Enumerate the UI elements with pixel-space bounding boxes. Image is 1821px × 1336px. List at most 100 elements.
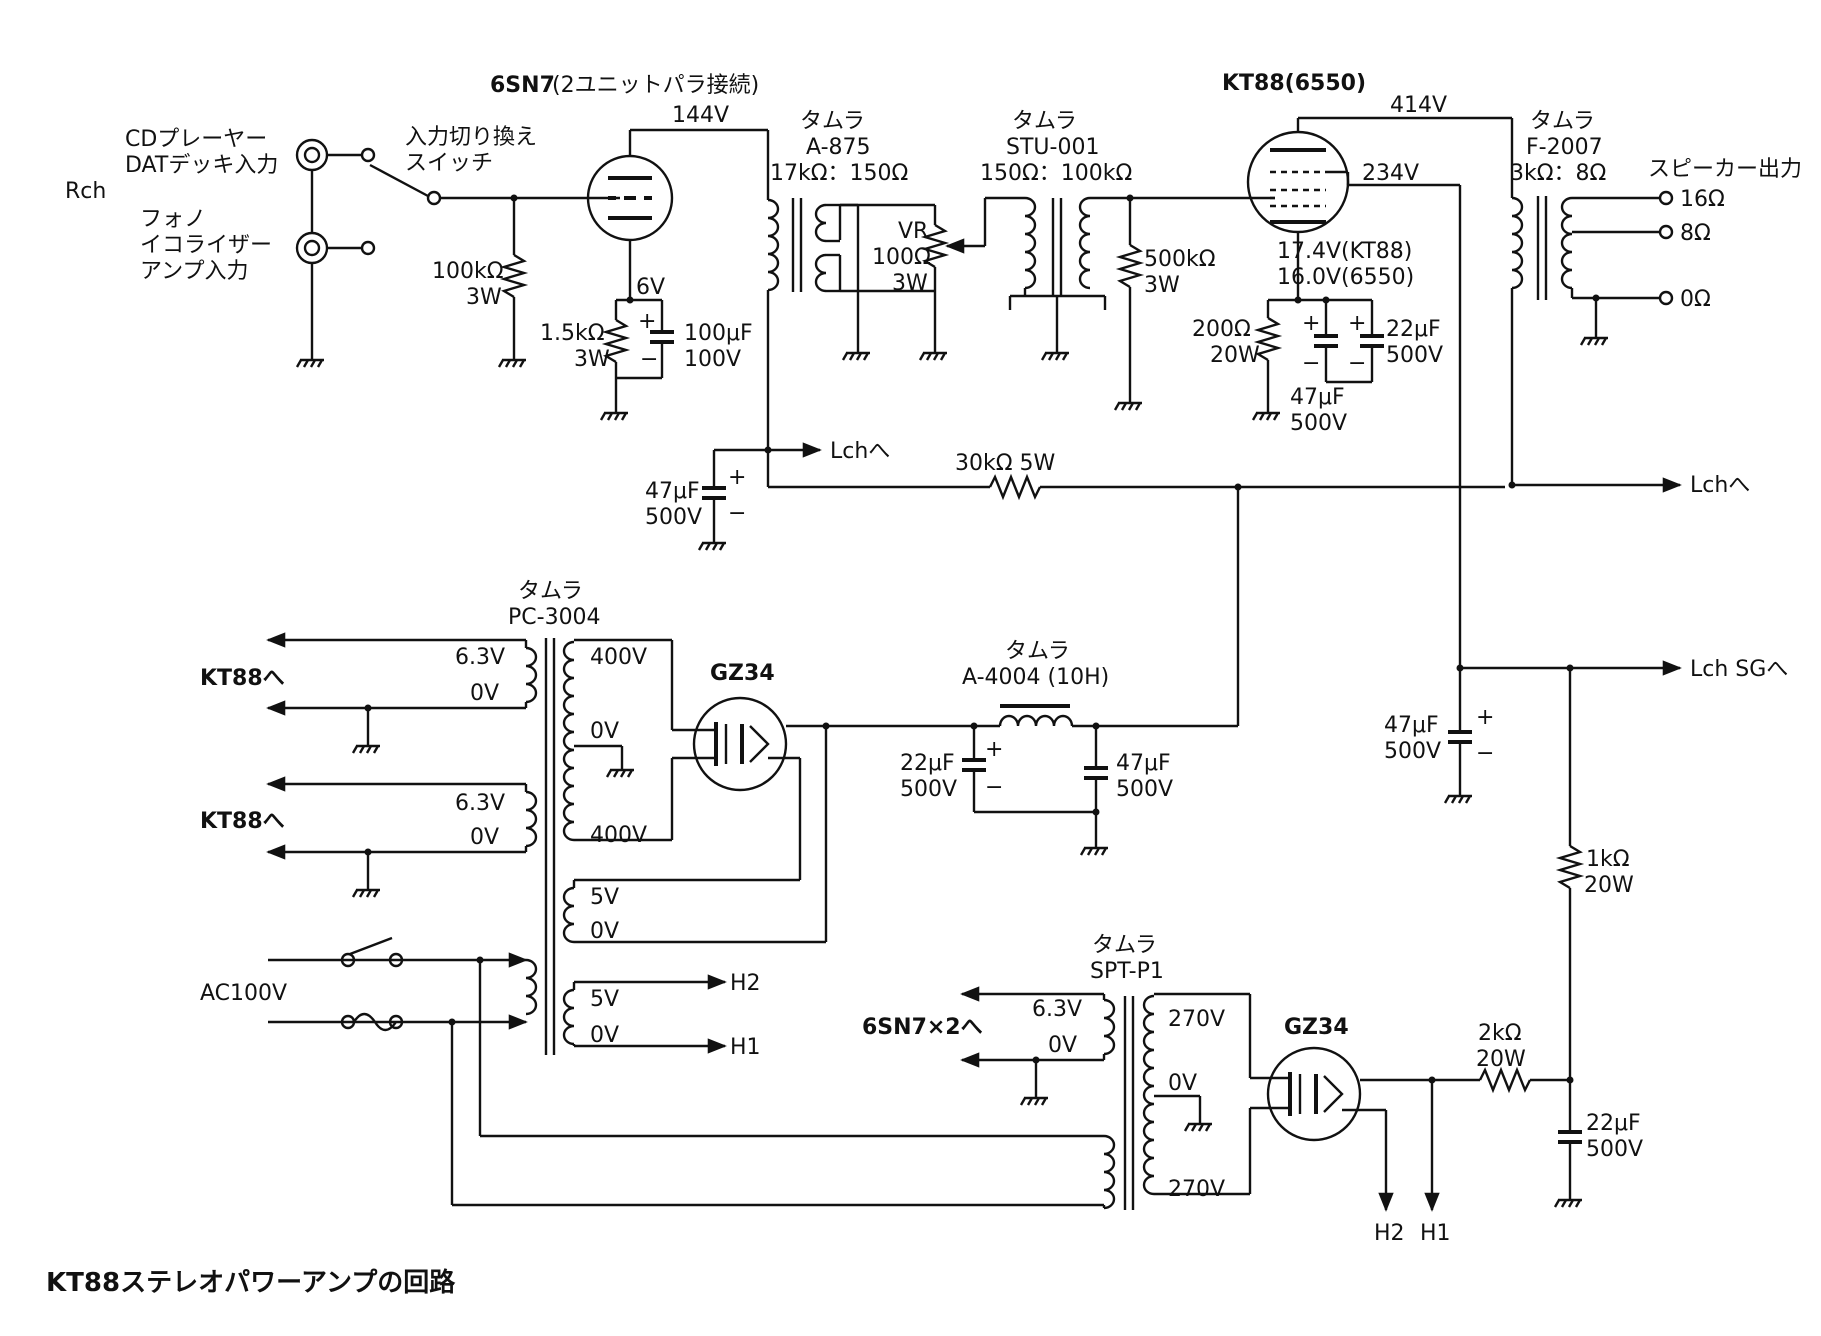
cathode-resistor [601,318,631,364]
cathode-v-6550: 16.0V(6550) [1277,265,1414,290]
speaker-tap-16: 16Ω [1680,187,1725,212]
spt-0v: 0V [1048,1033,1077,1058]
c47dec-volt: 500V [645,505,702,530]
c47psu-label: 47μF [1116,751,1171,776]
c22kt-volt: 500V [1386,343,1443,368]
cathode-voltage-6: 6V [636,275,665,300]
c47sg-plus: + [1476,705,1494,730]
r500k-watt: 3W [1144,273,1180,298]
sg-voltage-234: 234V [1362,161,1419,186]
c22kt-label: 22μF [1386,317,1441,342]
spt-0v-ct: 0V [1168,1071,1197,1096]
r1k-watt: 20W [1584,873,1634,898]
c47-dec-plus: + [728,465,746,490]
spt-brand: タムラ [1092,933,1157,958]
heater1-63v: 6.3V [455,645,505,670]
cathode-c-label-2: 100V [684,347,741,372]
c47sg-minus: − [1476,741,1494,766]
cap-plus: + [638,309,656,334]
gz34-label-2: GZ34 [1284,1015,1349,1040]
fil-0v-1: 0V [590,919,619,944]
cd-input-label-2: DATデッキ入力 [125,153,278,178]
fil-5v-2: 5V [590,987,619,1012]
heater2-63v: 6.3V [455,791,505,816]
vr-value: 100Ω [872,245,931,270]
grid-r-label-2: 3W [466,285,502,310]
h1-label-2: H1 [1420,1221,1451,1246]
spt-270v-top: 270V [1168,1007,1225,1032]
kt88-to-2: KT88へ [200,809,285,834]
choke-brand: タムラ [1005,639,1070,664]
rectifier-gz34-2: GZ34 [1266,1015,1432,1142]
c22psu-minus: − [985,775,1003,800]
lch-arrow-2: Lchへ [1690,473,1750,498]
r200-watt: 20W [1210,343,1260,368]
r2k-watt: 20W [1476,1047,1526,1072]
c47psu-volt: 500V [1116,777,1173,802]
c22psu-volt: 500V [900,777,957,802]
grid-r-label-1: 100kΩ [432,259,504,284]
c47sg-label: 47μF [1384,713,1439,738]
switch-label-1: 入力切り換え [405,125,537,150]
phono-label-3: アンプ入力 [140,259,248,284]
fil-5v-1: 5V [590,885,619,910]
phono-label-2: イコライザー [140,233,272,258]
c22-minus: − [1302,351,1320,376]
c22psu-label: 22μF [900,751,955,776]
heater1-0v: 0V [470,681,499,706]
c47-minus: − [1348,351,1366,376]
c47kt-label: 47μF [1290,385,1345,410]
resistor-2k [1478,1066,1532,1094]
vr-watt: 3W [892,271,928,296]
spt-model: SPT-P1 [1090,959,1164,984]
plate-voltage-414: 414V [1390,93,1447,118]
plate-voltage-144: 144V [672,103,729,128]
heater2-0v: 0V [470,825,499,850]
choke-model: A-4004 (10H) [962,665,1109,690]
fil-0v-2: 0V [590,1023,619,1048]
cathode-resistor-200 [1253,316,1283,362]
c22-plus: + [1302,311,1320,336]
lch-arrow-1: Lchへ [830,439,890,464]
cathode-c-label-1: 100μF [684,321,753,346]
resistor-30k [988,473,1042,501]
sn7-heater-to: 6SN7×2へ [862,1015,983,1040]
a875-brand: タムラ [800,109,865,134]
cathode-r-label-2: 3W [574,347,610,372]
c47-plus: + [1348,311,1366,336]
phono-label-1: フォノ [140,207,206,232]
hv-400v-top: 400V [590,645,647,670]
cathode-v-kt88: 17.4V(KT88) [1277,239,1412,264]
f2007-brand: タムラ [1530,109,1595,134]
f2007-model: F-2007 [1526,135,1603,160]
rca-jack-cd [295,138,329,172]
transformer-stu001: タムラ STU-001 150Ω：100kΩ [980,109,1132,310]
transformer-pc3004: タムラ PC-3004 [508,579,601,1055]
spt-63v: 6.3V [1032,997,1082,1022]
grid-resistor-500k [1115,243,1145,289]
variable-resistor-vr: VR 100Ω 3W [858,203,985,345]
switch-label-2: スイッチ [405,151,493,176]
r500k-label: 500kΩ [1144,247,1216,272]
channel-label: Rch [65,179,106,204]
tube-6sn7-label: 6SN7 [490,73,555,98]
choke-a4004: タムラ A-4004 (10H) [962,639,1109,727]
lch-sg-arrow: Lch SGへ [1690,657,1788,682]
power-switch [340,936,404,968]
a875-ratio: 17kΩ：150Ω [770,161,908,186]
tube-6sn7: 6SN7 (2ユニットパラ接続) [490,73,759,300]
hv-400v-bot: 400V [590,823,647,848]
r2k-label: 2kΩ [1478,1021,1522,1046]
tube-kt88: KT88(6550) [1222,71,1366,234]
ac100v-label: AC100V [200,981,287,1006]
resistor-1k [1555,844,1585,890]
input-section: Rch CDプレーヤー DATデッキ入力 フォノ イコライザー アンプ入力 入力… [65,125,620,369]
transformer-spt-p1: タムラ SPT-P1 [1090,933,1164,1210]
a875-model: A-875 [806,135,871,160]
transformer-f2007: タムラ F-2007 3kΩ：8Ω [1510,109,1606,300]
stu-ratio: 150Ω：100kΩ [980,161,1132,186]
pc3004-brand: タムラ [518,579,583,604]
speaker-tap-8: 8Ω [1680,221,1711,246]
figure-caption: KT88ステレオパワーアンプの回路 [46,1268,456,1298]
